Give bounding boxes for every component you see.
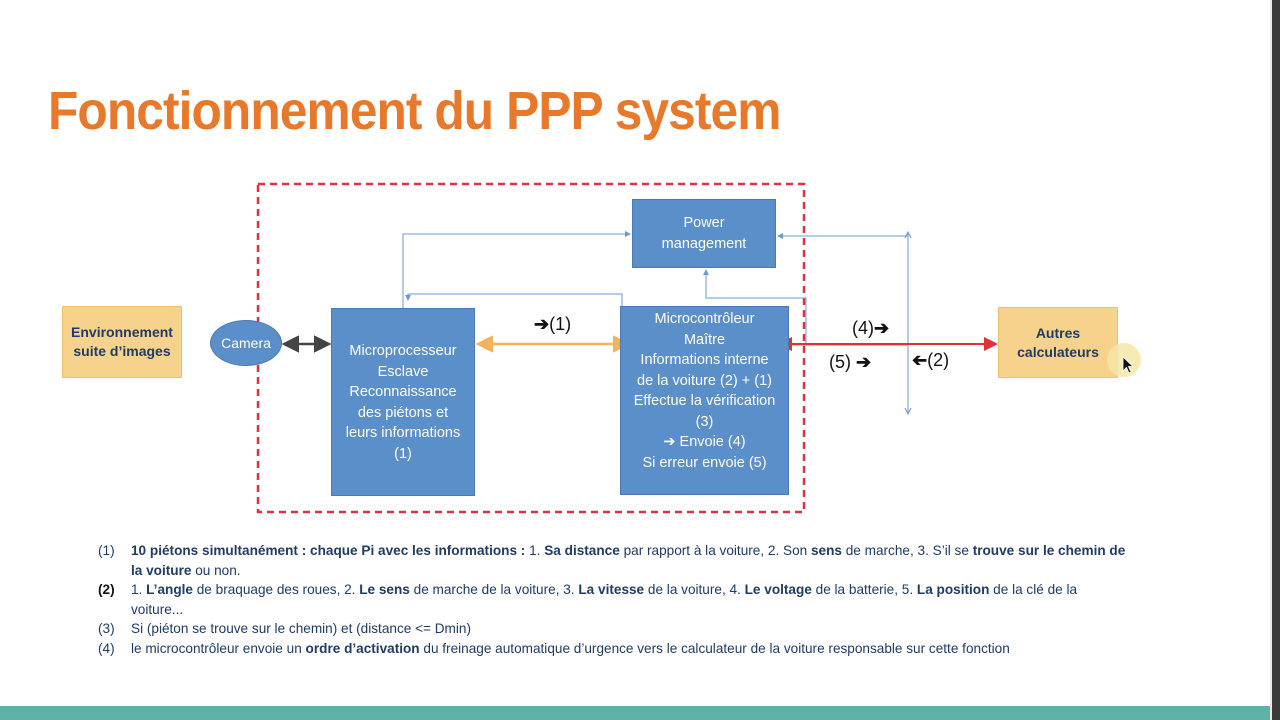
arrow-label-4: (4)➔ [852,318,889,339]
footnote-number: (4) [98,640,115,656]
footnote-text: 10 piétons simultanément : chaque Pi ave… [131,541,1128,580]
footnote-text-part: le microcontrôleur envoie un [131,640,306,656]
link-micro-top [405,293,623,308]
footnote-text-part: de la voiture, 4. [644,582,745,597]
footnote-text-part: de marche, 3. S’il se [841,543,973,558]
node-mcu-line4: de la voiture (2) + (1) [637,372,772,389]
footnote-text-bold: Le voltage [744,582,812,597]
footnote-text-bold: trouve sur le chemin de la voiture [131,543,1126,578]
footnote-text-part: de la clé de la voiture... [131,582,1078,617]
node-power-line1: Power [683,215,725,231]
footnote-item: (1) 10 piétons simultanément : chaque Pi … [98,541,1128,580]
node-environnement: Environnement suite d’images [62,306,182,378]
footnote-item: (3) Si (piéton se trouve sur le chemin) … [98,619,1128,639]
node-micro-line4: des piétons et [357,404,449,421]
arrow-label-2: ➔(2) [912,350,949,371]
footnote-text-part: du freinage automatique d’urgence vers l… [419,640,1010,656]
node-micro-line3: Reconnaissance [349,384,457,400]
bus-arrow-top [904,230,912,239]
footnote-text-part: par rapport à la voiture, 2. Son [619,543,811,558]
node-mcu-line2: Maître [683,331,726,348]
node-micro-line5: leurs informations [345,425,461,441]
arrow-label-4-text: (4) [852,318,874,338]
arrow-right-icon: ➔ [856,352,872,372]
footnote-text-part: Si (piéton se trouve sur le chemin) et (… [131,621,471,636]
footnote-item: (4) le microcontrôleur envoie un ordre d’… [98,639,1128,659]
node-mcu-line7: ➔ Envoie (4) [663,434,746,450]
bottom-accent-bar [0,706,1270,720]
node-mcu-line5: Effectue la vérification [633,393,776,409]
footnote-text-part: de marche de la voiture, 3. [409,582,579,597]
arrow-label-1-text: (1) [549,314,572,334]
footnote-number: (2) [98,582,115,597]
node-autres-calculateurs: Autres calculateurs [998,307,1118,378]
footnotes: (1) 10 piétons simultanément : chaque Pi … [98,541,1128,658]
footnote-text-part: de la batterie, 5. [811,582,917,597]
footnote-text-bold: L’angle [146,582,193,597]
footnote-number: (1) [98,543,115,558]
footnote-text-bold: ordre d’activation [305,640,420,656]
bus-arrow-bottom [904,407,912,416]
footnote-text-part: 1. [131,582,147,597]
node-micro-line2: Esclave [377,363,429,380]
node-environnement-line2: suite d’images [73,343,171,359]
node-camera: Camera [210,320,282,366]
footnote-item: (2) 1. L’angle de braquage des roues, 2.… [98,580,1128,619]
footnote-text: Si (piéton se trouve sur le chemin) et (… [131,619,1128,639]
slide-title: Fonctionnement du PPP system [48,81,781,141]
arrow-label-5: (5) ➔ [829,352,871,373]
footnote-text-part: ou non. [191,562,241,578]
arrow-label-2-text: (2) [927,350,950,370]
footnote-text: le microcontrôleur envoie un ordre d’act… [131,639,1128,659]
node-camera-label: Camera [221,334,271,351]
window-edge-dark [1272,0,1280,720]
footnote-text-part: 1. [529,543,545,558]
footnote-text-bold: 10 piétons simultanément : chaque Pi ave… [131,543,530,558]
arrow-label-5-text: (5) [829,352,851,372]
footnote-number: (3) [98,621,115,636]
footnote-text-bold: Le sens [359,582,410,597]
node-mcu-line3: Informations interne [640,352,769,368]
footnote-text-bold: La position [916,582,990,597]
footnote-text-bold: sens [810,543,842,558]
node-autres-line1: Autres [1035,324,1081,341]
node-power-line2: management [661,235,747,252]
arrow-right-icon: ➔ [874,318,890,338]
node-mcu-line8: Si erreur envoie (5) [642,454,767,471]
node-micro-line1: Microprocesseur [349,343,457,359]
node-mcu-line6: (3) [695,413,714,430]
footnote-text: 1. L’angle de braquage des roues, 2. Le … [131,580,1128,619]
node-autres-line2: calculateurs [1017,343,1099,360]
node-microprocesseur: Microprocesseur Esclave Reconnaissance d… [331,308,475,496]
arrow-left-icon: ➔ [912,350,928,370]
arrow-right-icon: ➔ [534,314,550,334]
footnote-text-bold: La vitesse [578,582,645,597]
mouse-cursor-icon [1107,343,1141,377]
node-micro-line6: (1) [394,445,412,462]
footnote-text-bold: Sa distance [544,543,620,558]
node-microcontroleur: Microcontrôleur Maître Informations inte… [620,306,789,495]
link-power-to-micro [402,231,631,308]
footnote-text-part: de braquage des roues, 2. [192,582,360,597]
node-mcu-line1: Microcontrôleur [654,311,755,327]
arrow-label-1: ➔(1) [534,314,571,335]
node-environnement-line1: Environnement [71,324,173,340]
link-mcu-power [703,269,807,345]
node-power-management: Power management [632,199,776,268]
